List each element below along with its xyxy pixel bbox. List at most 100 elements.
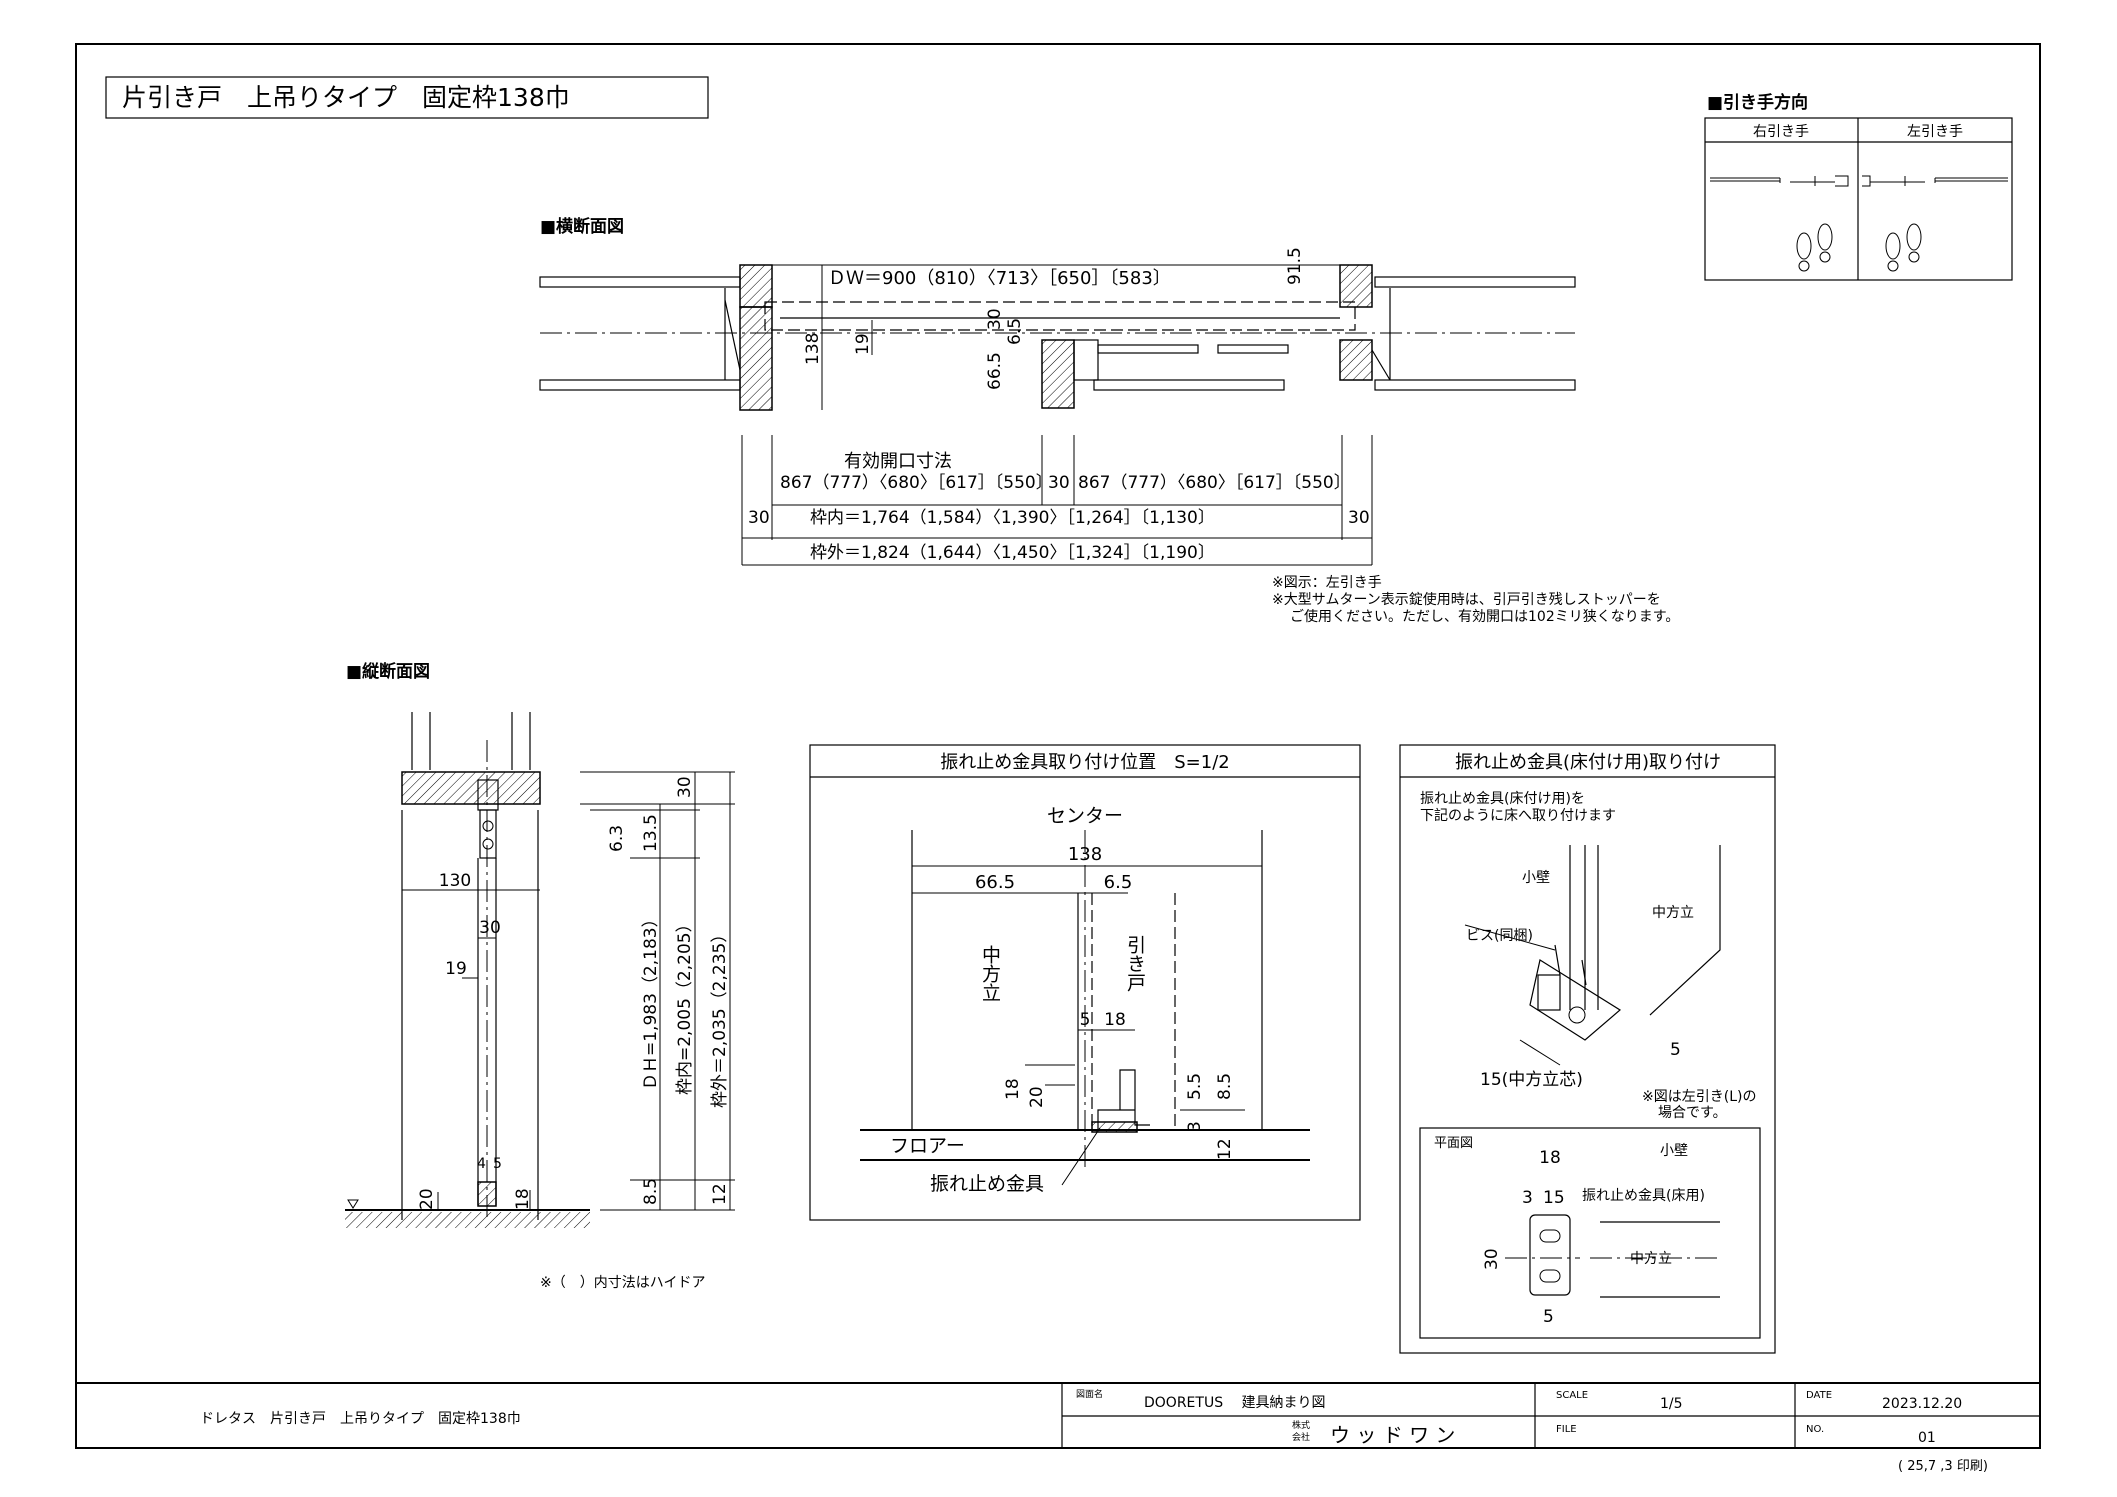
company-name: ウ ッ ド ワ ン bbox=[1330, 1423, 1455, 1447]
mid-post-label: 中方立 bbox=[979, 945, 1001, 1002]
title-block: ドレタス 片引き戸 上吊りタイプ 固定枠138巾 図面名 DOORETUS 建具… bbox=[76, 1382, 2040, 1474]
svg-text:19: 19 bbox=[853, 333, 873, 355]
svg-text:振れ止め金具(床付け用)を: 振れ止め金具(床付け用)を bbox=[1420, 791, 1585, 807]
product-name: ドレタス 片引き戸 上吊りタイプ 固定枠138巾 bbox=[200, 1411, 521, 1427]
svg-text:30: 30 bbox=[479, 918, 501, 938]
sheet-border bbox=[75, 43, 2041, 1449]
svg-text:枠内=2,005（2,205）: 枠内=2,005（2,205） bbox=[675, 915, 695, 1095]
fitting-label: 振れ止め金具 bbox=[930, 1173, 1044, 1195]
svg-text:5.5: 5.5 bbox=[1185, 1073, 1205, 1100]
svg-text:図面名: 図面名 bbox=[1076, 1388, 1103, 1400]
svg-text:8.5: 8.5 bbox=[1215, 1073, 1235, 1100]
svg-text:センター: センター bbox=[1047, 805, 1123, 827]
svg-text:平面図: 平面図 bbox=[1434, 1136, 1473, 1151]
svg-text:※図は左引き(L)の: ※図は左引き(L)の bbox=[1642, 1089, 1756, 1105]
print-stamp: ( 25,7 ,3 印刷) bbox=[1898, 1459, 1988, 1474]
svg-text:30: 30 bbox=[1482, 1248, 1502, 1270]
opening-values-left: 867（777）〈680〉［617］〔550〕 bbox=[780, 473, 1053, 493]
svg-text:30: 30 bbox=[1348, 508, 1370, 528]
left-handle-label: 左引き手 bbox=[1907, 124, 1963, 140]
stopper-install-panel: 振れ止め金具(床付け用)取り付け 振れ止め金具(床付け用)を 下記のように床へ取… bbox=[1399, 744, 1776, 1354]
sliding-door-label: 引き戸 bbox=[1124, 935, 1146, 992]
date-value: 2023.12.20 bbox=[1882, 1396, 1962, 1412]
stopper-position-panel: 振れ止め金具取り付け位置 S=1/2 センター 138 66.5 6.5 中方立… bbox=[809, 744, 1361, 1221]
svg-text:20: 20 bbox=[1027, 1086, 1047, 1108]
svg-text:3: 3 bbox=[1522, 1188, 1533, 1208]
right-handle-label: 右引き手 bbox=[1753, 124, 1809, 140]
vertical-section: ■縦断面図 130 30 19 4 5 20 18 bbox=[345, 661, 735, 1291]
svg-text:130: 130 bbox=[439, 871, 471, 891]
svg-text:中方立: 中方立 bbox=[1652, 905, 1694, 921]
opening-label: 有効開口寸法 bbox=[844, 451, 952, 472]
svg-text:枠外＝2,035（2,235）: 枠外＝2,035（2,235） bbox=[710, 926, 730, 1108]
svg-text:66.5: 66.5 bbox=[985, 352, 1005, 390]
svg-text:5: 5 bbox=[1080, 1010, 1091, 1030]
svg-text:8.5: 8.5 bbox=[641, 1178, 661, 1205]
svg-text:DATE: DATE bbox=[1806, 1390, 1832, 1401]
horizontal-section-heading: ■横断面図 bbox=[540, 216, 624, 237]
svg-text:18: 18 bbox=[1104, 1010, 1126, 1030]
title-box bbox=[105, 76, 709, 119]
scale-value: 1/5 bbox=[1660, 1396, 1683, 1412]
svg-text:138: 138 bbox=[803, 333, 823, 365]
svg-text:6.5: 6.5 bbox=[1104, 872, 1133, 893]
svg-text:※図示：左引き手: ※図示：左引き手 bbox=[1272, 575, 1382, 591]
handle-direction-heading: ■引き手方向 bbox=[1707, 92, 1808, 113]
svg-text:6.3: 6.3 bbox=[607, 825, 627, 852]
svg-text:6.5: 6.5 bbox=[1005, 318, 1025, 345]
footprint-icon bbox=[1796, 223, 1922, 272]
drawing-title: 片引き戸 上吊りタイプ 固定枠138巾 bbox=[122, 83, 570, 112]
svg-text:※大型サムターン表示錠使用時は、引戸引き残しストッパーを: ※大型サムターン表示錠使用時は、引戸引き残しストッパーを bbox=[1272, 591, 1661, 608]
door-height-dimension: ＤＨ=1,983（2,183） bbox=[641, 910, 661, 1090]
svg-text:小壁: 小壁 bbox=[1660, 1143, 1688, 1159]
svg-text:振れ止め金具(床用): 振れ止め金具(床用) bbox=[1582, 1188, 1705, 1204]
svg-text:91.5: 91.5 bbox=[1285, 247, 1305, 285]
svg-text:FILE: FILE bbox=[1556, 1424, 1577, 1435]
svg-text:15(中方立芯): 15(中方立芯) bbox=[1480, 1070, 1583, 1090]
svg-text:下記のように床へ取り付けます: 下記のように床へ取り付けます bbox=[1420, 807, 1616, 824]
svg-text:20: 20 bbox=[417, 1188, 437, 1210]
svg-text:18: 18 bbox=[1539, 1148, 1561, 1168]
svg-text:会社: 会社 bbox=[1292, 1431, 1310, 1443]
frame-outer-dimension: 枠外＝1,824（1,644）〈1,450〉［1,324］〔1,190〕 bbox=[810, 543, 1215, 563]
svg-text:5: 5 bbox=[1543, 1307, 1554, 1327]
handle-direction-panel: ■引き手方向 右引き手 左引き手 bbox=[1704, 92, 2013, 281]
stopper-position-heading: 振れ止め金具取り付け位置 S=1/2 bbox=[940, 752, 1229, 773]
svg-text:4: 4 bbox=[477, 1156, 486, 1172]
svg-text:30: 30 bbox=[1048, 473, 1070, 493]
svg-text:30: 30 bbox=[748, 508, 770, 528]
svg-text:30: 30 bbox=[985, 308, 1005, 330]
svg-text:3: 3 bbox=[1185, 1121, 1205, 1132]
svg-text:中方立: 中方立 bbox=[1630, 1251, 1672, 1267]
svg-text:5: 5 bbox=[1670, 1040, 1681, 1060]
svg-text:138: 138 bbox=[1068, 844, 1102, 865]
opening-values-right: 867（777）〈680〉［617］〔550〕 bbox=[1078, 473, 1351, 493]
svg-text:ビス(同梱): ビス(同梱) bbox=[1466, 928, 1533, 944]
svg-text:18: 18 bbox=[513, 1188, 533, 1210]
number-value: 01 bbox=[1918, 1430, 1936, 1446]
drawing-name: DOORETUS 建具納まり図 bbox=[1144, 1395, 1326, 1411]
svg-text:66.5: 66.5 bbox=[975, 872, 1015, 893]
svg-text:場合です。: 場合です。 bbox=[1658, 1105, 1727, 1121]
horizontal-section: ■横断面図 ＤＷ＝900（810）〈713〉［650］〔583〕 91.5 30… bbox=[539, 216, 1679, 625]
svg-text:12: 12 bbox=[710, 1183, 730, 1205]
svg-text:小壁: 小壁 bbox=[1522, 870, 1550, 886]
vertical-section-heading: ■縦断面図 bbox=[346, 661, 430, 682]
svg-text:株式: 株式 bbox=[1292, 1419, 1310, 1431]
svg-text:5: 5 bbox=[493, 1156, 502, 1172]
svg-text:13.5: 13.5 bbox=[641, 814, 661, 852]
svg-text:12: 12 bbox=[1215, 1138, 1235, 1160]
frame-inner-dimension: 枠内＝1,764（1,584）〈1,390〉［1,264］〔1,130〕 bbox=[810, 508, 1215, 528]
svg-text:15: 15 bbox=[1543, 1188, 1565, 1208]
svg-text:SCALE: SCALE bbox=[1556, 1390, 1588, 1401]
svg-text:ご使用ください。ただし、有効開口は102ミリ狭くなります。: ご使用ください。ただし、有効開口は102ミリ狭くなります。 bbox=[1290, 608, 1679, 625]
stopper-install-heading: 振れ止め金具(床付け用)取り付け bbox=[1455, 752, 1721, 773]
svg-text:※（ ）内寸法はハイドア: ※（ ）内寸法はハイドア bbox=[540, 1275, 705, 1291]
dw-dimension: ＤＷ＝900（810）〈713〉［650］〔583〕 bbox=[828, 268, 1171, 289]
svg-text:18: 18 bbox=[1003, 1078, 1023, 1100]
svg-text:30: 30 bbox=[675, 776, 695, 798]
svg-text:19: 19 bbox=[445, 959, 467, 979]
floor-label: フロアー bbox=[890, 1135, 965, 1157]
svg-text:NO.: NO. bbox=[1806, 1424, 1824, 1435]
